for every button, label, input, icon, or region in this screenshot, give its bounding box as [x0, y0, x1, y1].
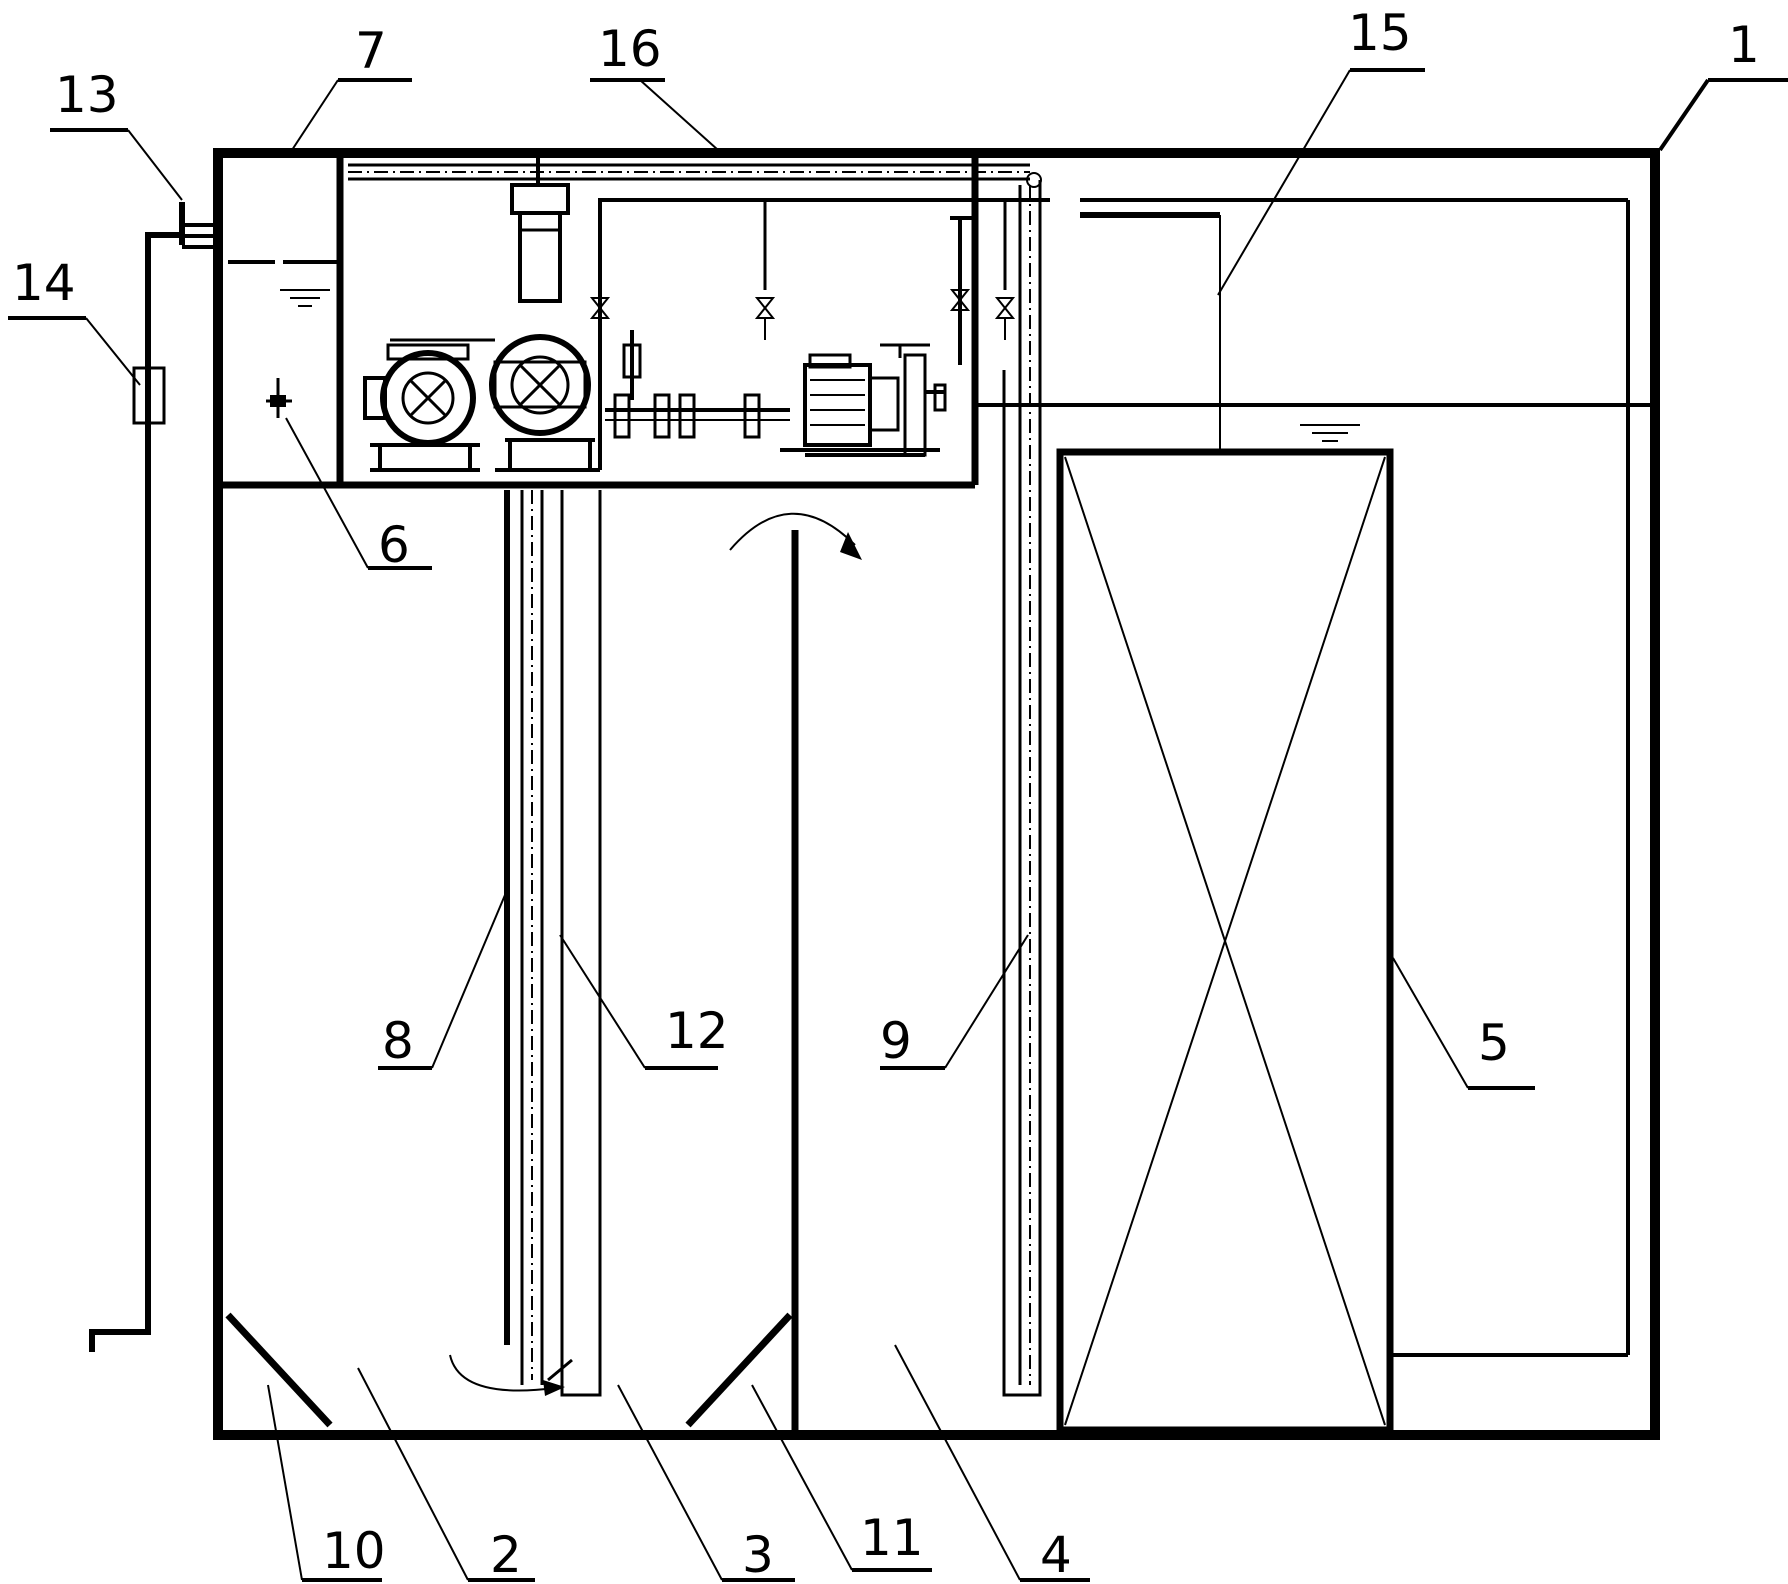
pipe-9 — [1002, 180, 1042, 1397]
label-10: 10 — [322, 1522, 386, 1580]
label-5: 5 — [1478, 1014, 1510, 1072]
top-motor — [510, 155, 570, 303]
distribution-pipe — [598, 198, 1050, 470]
pipe-16-top — [348, 163, 1042, 188]
leader-lines — [8, 68, 1788, 1582]
label-6: 6 — [378, 516, 410, 574]
label-14: 14 — [12, 254, 76, 312]
blower-center — [489, 334, 600, 472]
sloped-bottoms — [225, 1312, 793, 1428]
label-13: 13 — [55, 66, 119, 124]
outer-tank — [213, 148, 1660, 1440]
pipe-8-and-12 — [504, 490, 602, 1397]
label-2: 2 — [490, 1526, 522, 1584]
label-4: 4 — [1040, 1526, 1072, 1584]
label-11: 11 — [860, 1509, 924, 1567]
label-7: 7 — [355, 22, 387, 80]
equipment-room — [218, 153, 979, 489]
label-8: 8 — [382, 1012, 414, 1070]
device-14 — [132, 366, 166, 425]
label-9: 9 — [880, 1012, 912, 1070]
pump-motor — [780, 343, 947, 457]
flow-arrow-bottom — [449, 1354, 565, 1396]
drive-shaft — [605, 330, 790, 439]
inlet-pipe-13 — [89, 202, 218, 1352]
label-1: 1 — [1728, 16, 1760, 74]
number-labels: 1 15 16 7 13 14 6 8 12 9 5 10 2 3 11 4 — [12, 4, 1760, 1584]
label-16: 16 — [598, 20, 662, 78]
filter-module — [1056, 448, 1394, 1434]
valves — [589, 289, 1016, 340]
label-15: 15 — [1348, 4, 1412, 62]
flow-arrow-top — [729, 512, 862, 560]
compartment-5 — [975, 198, 1650, 1357]
level-compartment-7 — [228, 260, 338, 307]
fixture-6 — [266, 378, 292, 418]
label-12: 12 — [665, 1002, 729, 1060]
blower-left — [363, 338, 495, 472]
label-3: 3 — [742, 1526, 774, 1584]
